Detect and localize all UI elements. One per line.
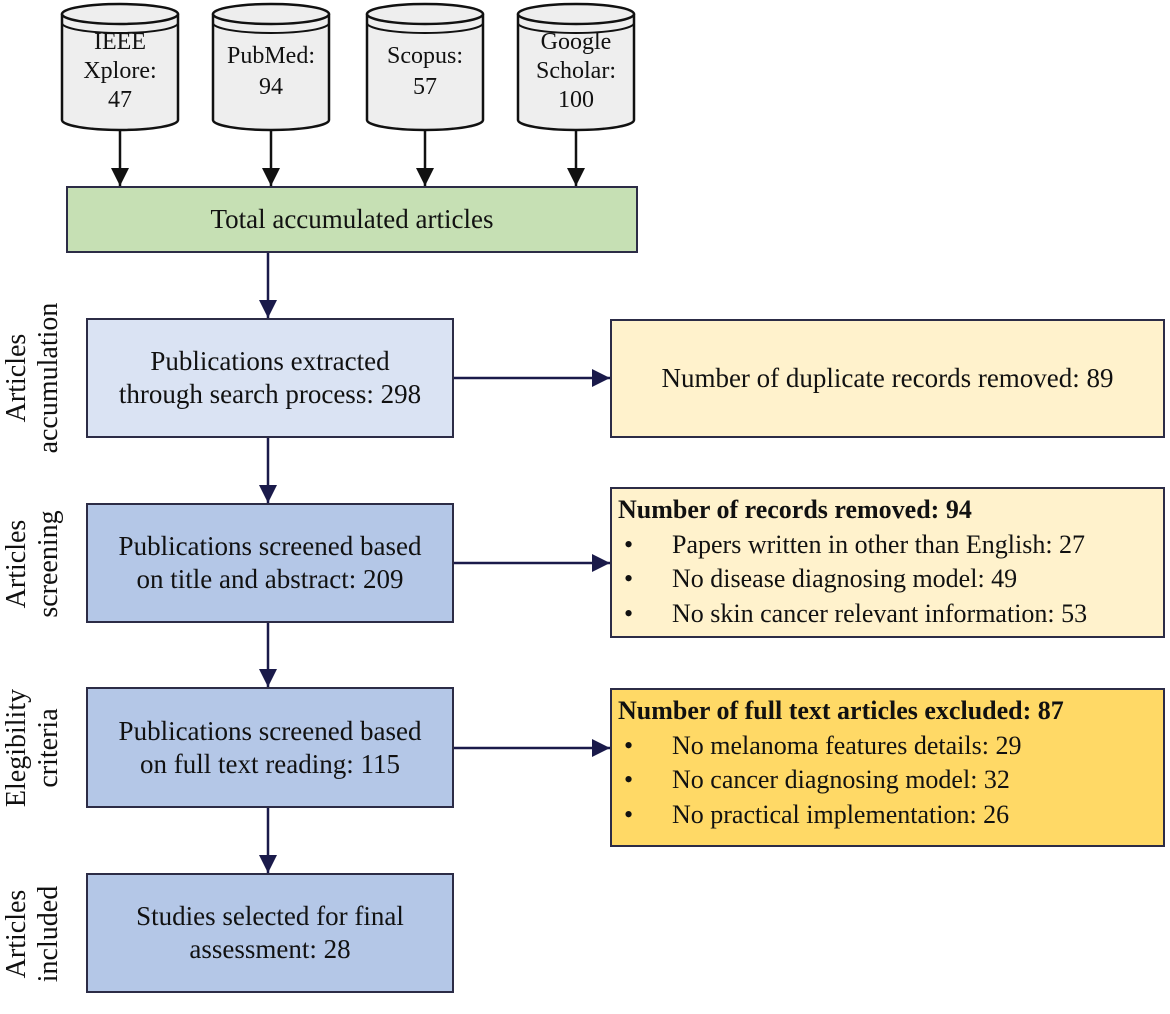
- cylinder-top: [516, 2, 636, 26]
- box-line: Publications extracted: [150, 346, 390, 376]
- db-count: 47: [108, 87, 132, 113]
- stage-label-included: Articles included: [1, 854, 65, 1014]
- cylinder-rim: [517, 22, 635, 34]
- list-item: No practical implementation: 26: [618, 798, 1155, 833]
- records-removed-heading: Number of records removed: 94: [618, 495, 972, 524]
- flow-connectors: [259, 253, 610, 873]
- duplicates-removed-label: Number of duplicate records removed: 89: [661, 363, 1114, 393]
- total-accumulated-box: Total accumulated articles: [66, 186, 638, 253]
- db-name-line: Scholar:: [536, 58, 616, 84]
- db-name-line: Google: [540, 29, 612, 55]
- box-line: Publications screened based: [118, 715, 422, 746]
- database-cylinders: [60, 2, 636, 132]
- box-line: assessment: 28: [189, 934, 351, 964]
- db-count: 57: [413, 74, 437, 100]
- fulltext-excluded-box: Number of full text articles excluded: 8…: [610, 688, 1165, 847]
- db-name-line: Scopus:: [386, 43, 463, 69]
- list-item: No cancer diagnosing model: 32: [618, 763, 1155, 798]
- list-item: No disease diagnosing model: 49: [618, 562, 1155, 597]
- full-text-screening-box: Publications screened based on full text…: [86, 687, 454, 808]
- cylinder-top: [211, 2, 331, 26]
- cylinder-body: [60, 14, 180, 132]
- list-item: No melanoma features details: 29: [618, 729, 1155, 764]
- cylinder-rim: [61, 22, 179, 34]
- total-accumulated-label: Total accumulated articles: [210, 204, 494, 234]
- records-removed-box: Number of records removed: 94 Papers wri…: [610, 487, 1165, 638]
- box-line: Studies selected for final: [136, 901, 404, 931]
- connectors: [111, 130, 585, 186]
- stage-line: Articles: [1, 519, 32, 609]
- cylinder-rim: [212, 22, 330, 34]
- box-line: on title and abstract: 209: [136, 564, 404, 594]
- database-cylinder-ieee: [60, 2, 180, 132]
- stage-line: included: [33, 885, 64, 983]
- list-item: No skin cancer relevant information: 53: [618, 597, 1155, 632]
- db-name-line: Xplore:: [83, 58, 157, 84]
- stage-line: screening: [33, 510, 64, 618]
- fulltext-excluded-list: No melanoma features details: 29 No canc…: [618, 729, 1155, 833]
- db-label-scopus: Scopus: 57: [367, 42, 483, 102]
- stage-line: Articles: [1, 333, 32, 423]
- stage-label-eligibility: Elegibility criteria: [1, 668, 65, 828]
- publications-extracted-box: Publications extracted through search pr…: [86, 318, 454, 438]
- cylinder-top: [365, 2, 485, 26]
- stage-line: accumulation: [33, 302, 64, 454]
- cylinder-rim: [366, 22, 484, 34]
- fulltext-excluded-heading: Number of full text articles excluded: 8…: [618, 696, 1064, 725]
- stage-line: criteria: [33, 708, 64, 788]
- records-removed-list: Papers written in other than English: 27…: [618, 528, 1155, 632]
- db-name-line: IEEE: [94, 29, 146, 55]
- duplicates-removed-box: Number of duplicate records removed: 89: [610, 319, 1165, 438]
- box-line: Publications screened based: [118, 531, 422, 561]
- db-label-pubmed: PubMed: 94: [213, 42, 329, 102]
- studies-selected-box: Studies selected for final assessment: 2…: [86, 873, 454, 993]
- cylinder-body: [365, 14, 485, 132]
- db-count: 94: [259, 74, 283, 100]
- stage-label-screening: Articles screening: [1, 484, 65, 644]
- cylinder-top: [60, 2, 180, 26]
- db-name-line: PubMed:: [226, 43, 315, 69]
- stage-line: Articles: [1, 889, 32, 979]
- stage-label-accumulation: Articles accumulation: [1, 298, 65, 458]
- title-abstract-screening-box: Publications screened based on title and…: [86, 503, 454, 623]
- box-line: on full text reading: 115: [140, 748, 400, 779]
- stage-line: Elegibility: [1, 688, 32, 808]
- box-line: through search process: 298: [118, 379, 422, 409]
- cylinder-body: [516, 14, 636, 132]
- list-item: Papers written in other than English: 27: [618, 528, 1155, 563]
- database-cylinder-pubmed: [211, 2, 331, 132]
- cylinder-body: [211, 14, 331, 132]
- db-label-ieee: IEEE Xplore: 47: [62, 28, 178, 115]
- database-cylinder-google-scholar: [516, 2, 636, 132]
- database-cylinder-scopus: [365, 2, 485, 132]
- db-label-google-scholar: Google Scholar: 100: [518, 28, 634, 115]
- db-count: 100: [558, 87, 594, 113]
